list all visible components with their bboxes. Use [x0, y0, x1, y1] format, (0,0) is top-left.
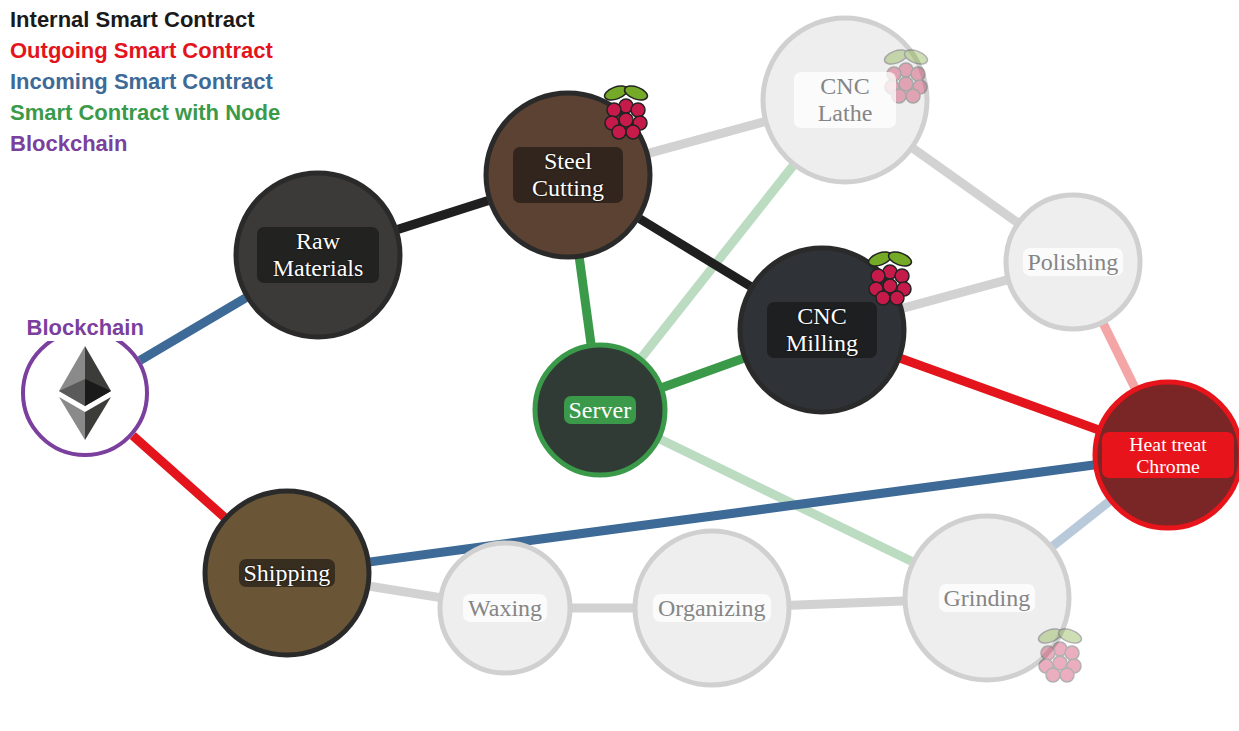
station-circle: Raw Materials — [233, 170, 403, 340]
text-holder: Organizing — [653, 594, 771, 623]
station-label: Raw Materials — [257, 227, 379, 283]
station-label: Organizing — [653, 594, 771, 623]
smart-contract-link — [913, 149, 1016, 222]
text-holder: Polishing — [1023, 248, 1124, 277]
circle-shape — [486, 93, 650, 257]
smart-contract-link — [903, 280, 1006, 308]
legend: Internal Smart ContractOutgoing Smart Co… — [10, 4, 280, 159]
text-holder: Server — [564, 396, 637, 425]
smart-contract-link — [133, 436, 225, 518]
smart-contract-link — [640, 219, 751, 286]
station-label: Server — [564, 396, 637, 425]
station-label: Heat treat Chrome — [1102, 432, 1234, 478]
station-circle: Server — [532, 342, 668, 478]
station-label: Grinding — [939, 584, 1036, 613]
smart-contract-link — [370, 586, 439, 597]
text-holder: Waxing — [463, 594, 547, 623]
smart-contract-link — [901, 359, 1097, 430]
smart-contract-link — [572, 604, 633, 613]
text-holder: Grinding — [939, 584, 1036, 613]
smart-contract-link — [579, 258, 591, 343]
smart-contract-link — [140, 298, 246, 361]
text-holder: Steel Cutting — [513, 147, 623, 203]
station-label: Shipping — [239, 559, 336, 588]
smart-contract-link — [791, 601, 903, 605]
circle-shape — [236, 173, 400, 337]
circle-shape — [440, 543, 570, 673]
raspberry-pi-icon — [867, 249, 914, 305]
text-holder: CNC Milling — [767, 302, 877, 358]
station-circle: Polishing — [1003, 192, 1143, 332]
station-label: CNC Milling — [767, 302, 877, 358]
circle-shape — [740, 248, 904, 412]
smart-contract-link — [663, 358, 743, 387]
station-circle: Steel Cutting — [483, 90, 653, 260]
station-label: Polishing — [1023, 248, 1124, 277]
station-circle: Heat treat Chrome — [1092, 379, 1239, 531]
text-holder: Blockchain — [22, 315, 149, 342]
circle-shape — [23, 331, 147, 455]
circle-shape — [763, 18, 927, 182]
station-label: Waxing — [463, 594, 547, 623]
ethereum-logo — [59, 346, 111, 440]
raspberry-pi-icon — [603, 83, 650, 139]
raspberry-pi-icon — [1037, 626, 1084, 682]
smart-contract-link — [649, 122, 764, 153]
text-holder: Raw Materials — [257, 227, 379, 283]
node-heading: Blockchain — [22, 315, 149, 342]
smart-contract-link — [1103, 324, 1134, 388]
circle-shape — [905, 516, 1069, 680]
blockchain-node: Blockchain — [20, 328, 150, 458]
circle-outline — [20, 328, 150, 458]
legend-entry: Internal Smart Contract — [10, 4, 280, 35]
station-label: CNC Lathe — [794, 72, 896, 128]
circle-shape — [1006, 195, 1140, 329]
station-circle: CNC Lathe — [760, 15, 930, 185]
raspberry-pi-icon — [883, 47, 930, 103]
station-circle: Organizing — [632, 528, 792, 688]
station-circle: Grinding — [902, 513, 1072, 683]
station-circle: Shipping — [202, 488, 372, 658]
station-circle: Waxing — [437, 540, 573, 676]
text-holder: Heat treat Chrome — [1102, 432, 1234, 478]
smart-contract-link — [398, 201, 488, 230]
smart-contract-link — [1053, 501, 1109, 545]
station-circle: CNC Milling — [737, 245, 907, 415]
circle-shape — [535, 345, 665, 475]
legend-entry: Incoming Smart Contract — [10, 66, 280, 97]
legend-entry: Smart Contract with Node — [10, 97, 280, 128]
circle-shape — [205, 491, 369, 655]
circle-shape — [635, 531, 789, 685]
circle-shape — [1095, 382, 1239, 528]
station-label: Steel Cutting — [513, 147, 623, 203]
legend-entry: Outgoing Smart Contract — [10, 35, 280, 66]
text-holder: CNC Lathe — [794, 72, 896, 128]
text-holder: Shipping — [239, 559, 336, 588]
legend-entry: Blockchain — [10, 128, 280, 159]
